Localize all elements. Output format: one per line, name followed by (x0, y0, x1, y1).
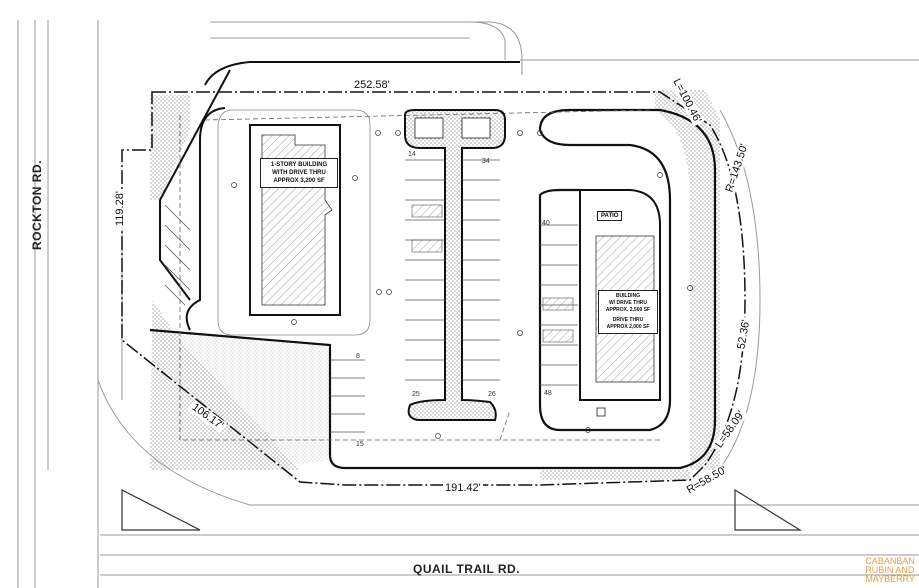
center-island (404, 109, 506, 421)
patio-label: PATIO (597, 211, 623, 221)
brand-line1: CABANBAN (865, 556, 915, 566)
dimension-left: 119.28' (114, 189, 126, 228)
building-2-line1: BUILDING (615, 293, 641, 299)
building-1 (217, 109, 371, 336)
building-2-line4: DRIVE THRU (612, 317, 644, 323)
stall-number: 40 (542, 220, 550, 227)
drive-aisle (179, 109, 660, 441)
building-2-note: BUILDING W/ DRIVE THRU APPROX. 2,500 SF … (598, 290, 658, 334)
brand-line3: MAYBERRY (865, 574, 915, 584)
stall-number: 48 (544, 390, 552, 397)
parking-stalls (164, 159, 578, 433)
stall-number: 34 (482, 158, 490, 165)
road-label-rockton: ROCKTON RD. (30, 160, 44, 250)
brand-logo: CABANBAN RUBIN AND MAYBERRY (865, 557, 915, 584)
stall-number: 25 (412, 391, 420, 398)
tree-marks (231, 130, 693, 439)
traffic-island (121, 489, 201, 531)
stall-number: 8 (356, 353, 360, 360)
stall-number: 14 (408, 151, 416, 158)
building-1-line1: 1-STORY BUILDING (270, 162, 328, 168)
dimension-bottom: 191.42' (443, 482, 483, 494)
outer-curb (159, 61, 520, 331)
brand-line2: RUBIN AND (865, 565, 915, 575)
accessible-stalls (411, 204, 574, 343)
stall-number: 15 (356, 441, 364, 448)
building-2-line3: APPROX. 2,500 SF (605, 307, 651, 313)
landscape-areas (150, 90, 720, 480)
dimension-top: 252.58' (352, 79, 392, 91)
building-2-line2: W/ DRIVE THRU (608, 300, 648, 306)
traffic-island-right (734, 488, 803, 531)
stall-number: 26 (488, 391, 496, 398)
building-1-note: 1-STORY BUILDING WITH DRIVE THRU APPROX … (260, 158, 338, 188)
building-1-line3: APPROX 3,200 SF (273, 178, 325, 184)
building-1-line2: WITH DRIVE THRU (272, 170, 326, 176)
building-2-line5: APPROX 2,000 SF (606, 324, 650, 330)
road-label-quail-trail: QUAIL TRAIL RD. (413, 562, 521, 576)
